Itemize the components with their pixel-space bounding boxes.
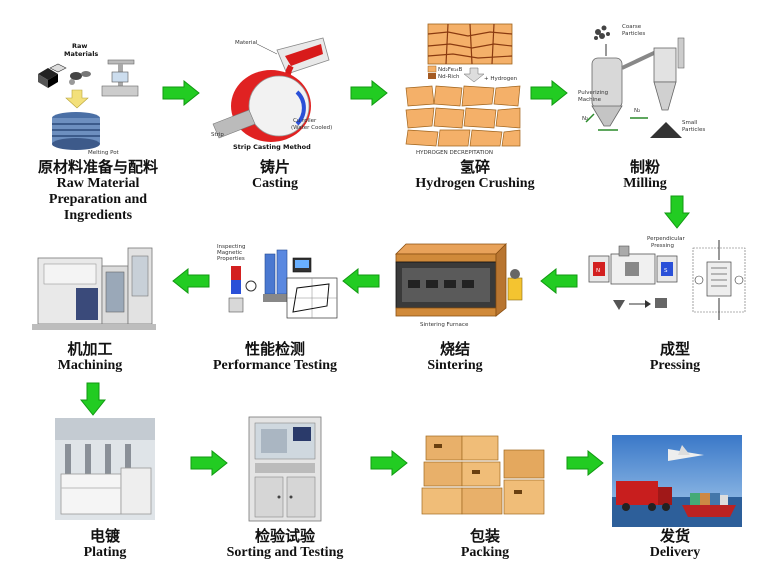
step-pressing-label: 成型 Pressing xyxy=(649,340,701,373)
arrow-down-1 xyxy=(663,195,691,233)
step-milling-label: 制粉 Milling xyxy=(623,158,667,191)
strip-casting-icon: Material Strip Cu roller (Water Cooled) … xyxy=(205,32,335,152)
svg-text:N₂: N₂ xyxy=(634,108,640,114)
svg-text:Particles: Particles xyxy=(682,127,705,133)
svg-text:S: S xyxy=(664,268,668,274)
pressing-icon: Perpendicular Pressing N S xyxy=(585,232,755,327)
step-raw-material-label: 原材料准备与配料 Raw Material Preparation and In… xyxy=(37,158,158,223)
svg-text:Pressing: Pressing xyxy=(651,243,674,249)
hydrogen-crushing-icon: Nd₂Fe₁₄B Nd-Rich + Hydrogen HYDROGEN DEC… xyxy=(398,22,523,157)
svg-text:Sintering Furnace: Sintering Furnace xyxy=(420,322,469,328)
step-packing-label: 包装 Packing xyxy=(460,527,510,560)
sintering-icon: Sintering Furnace xyxy=(390,240,530,330)
step-sorting-testing-label: 检验试验 Sorting and Testing xyxy=(226,527,344,560)
plating-icon xyxy=(55,418,155,520)
arrow-right-3 xyxy=(530,79,568,110)
svg-text:Coarse: Coarse xyxy=(622,24,642,30)
step-delivery-label: 发货 Delivery xyxy=(649,527,701,560)
svg-text:Nd₂Fe₁₄B: Nd₂Fe₁₄B xyxy=(438,67,462,73)
svg-text:Inspecting: Inspecting xyxy=(217,244,246,250)
arrow-left-2 xyxy=(342,267,380,298)
svg-text:Raw: Raw xyxy=(72,42,87,50)
step-performance-testing-label: 性能检测 Performance Testing xyxy=(212,340,338,373)
raw-material-icon: Raw Materials Melting Pot xyxy=(28,38,143,156)
svg-text:Strip: Strip xyxy=(211,132,224,138)
svg-text:Magnetic: Magnetic xyxy=(217,250,242,256)
svg-text:Machine: Machine xyxy=(578,97,602,103)
step-hydrogen-crushing-label: 氢碎 Hydrogen Crushing xyxy=(415,158,535,191)
svg-text:+ Hydrogen: + Hydrogen xyxy=(484,76,518,82)
arrow-right-4 xyxy=(190,449,228,480)
arrow-left-3 xyxy=(172,267,210,298)
svg-text:Materials: Materials xyxy=(64,50,98,58)
svg-text:N₂: N₂ xyxy=(582,116,588,122)
svg-text:(Water Cooled): (Water Cooled) xyxy=(291,125,332,131)
svg-text:Melting Pot: Melting Pot xyxy=(88,150,120,156)
arrow-left-1 xyxy=(540,267,578,298)
arrow-down-2 xyxy=(79,382,107,420)
packing-icon xyxy=(420,430,550,520)
svg-text:Perpendicular: Perpendicular xyxy=(647,236,686,242)
arrow-right-2 xyxy=(350,79,388,110)
sorting-testing-icon xyxy=(245,415,325,525)
svg-text:Properties: Properties xyxy=(217,256,245,262)
step-plating-label: 电镀 Plating xyxy=(83,527,127,560)
step-casting-label: 铸片 Casting xyxy=(252,158,298,191)
svg-text:Cu roller: Cu roller xyxy=(293,118,317,124)
svg-text:Particles: Particles xyxy=(622,31,645,37)
svg-text:Pulverizing: Pulverizing xyxy=(578,90,608,96)
machining-icon xyxy=(32,242,157,334)
delivery-icon xyxy=(612,435,742,527)
performance-testing-icon: Inspecting Magnetic Properties xyxy=(215,240,340,330)
step-sintering-label: 烧结 Sintering xyxy=(427,340,483,373)
svg-text:Small: Small xyxy=(682,120,698,126)
svg-text:HYDROGEN DECREPITATION: HYDROGEN DECREPITATION xyxy=(416,150,493,156)
arrow-right-1 xyxy=(162,79,200,110)
svg-text:Material: Material xyxy=(235,40,258,46)
svg-text:N: N xyxy=(596,268,600,274)
svg-text:Strip Casting Method: Strip Casting Method xyxy=(233,143,311,151)
arrow-right-6 xyxy=(566,449,604,480)
svg-text:Nd-Rich: Nd-Rich xyxy=(438,74,460,80)
step-machining-label: 机加工 Machining xyxy=(57,340,123,373)
milling-icon: Coarse Particles Pulverizing Machine Sma… xyxy=(578,18,708,158)
arrow-right-5 xyxy=(370,449,408,480)
